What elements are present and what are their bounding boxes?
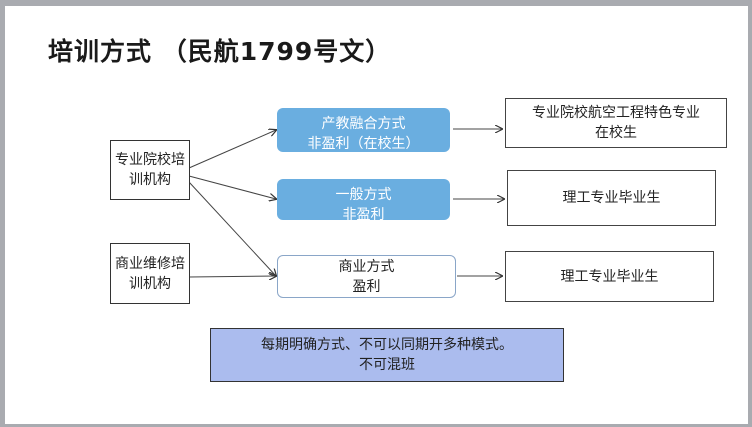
mode-label-line2: 盈利	[352, 278, 381, 295]
source-label-line2: 训机构	[129, 275, 171, 292]
mode-box-commercial: 商业方式 盈利	[277, 255, 456, 298]
arrow-school-to-commercial	[188, 181, 276, 276]
mode-box-general: 一般方式 非盈利	[277, 179, 450, 220]
arrow-repair-to-commercial	[188, 276, 276, 277]
source-label-line1: 商业维修培	[115, 255, 185, 272]
source-box-school: 专业院校培 训机构	[110, 140, 190, 200]
mode-label-line2: 非盈利（在校生）	[307, 136, 420, 152]
note-box: 每期明确方式、不可以同期开多种模式。 不可混班	[210, 328, 564, 382]
note-line2: 不可混班	[359, 357, 415, 373]
connector-arrows	[188, 6, 748, 424]
source-box-repair: 商业维修培 训机构	[110, 243, 190, 304]
page-title: 培训方式 （民航1799号文）	[48, 37, 392, 66]
slide: 培训方式 （民航1799号文） 专业院校培 训机构 商业维修培 训机构 产教融合…	[5, 6, 748, 424]
mode-box-integration: 产教融合方式 非盈利（在校生）	[277, 108, 450, 152]
target-label: 理工专业毕业生	[562, 190, 661, 206]
mode-label-line1: 一般方式	[335, 187, 392, 203]
target-label-line1: 专业院校航空工程特色专业	[532, 105, 700, 121]
target-label: 理工专业毕业生	[560, 268, 659, 285]
target-box-graduates-general: 理工专业毕业生	[507, 170, 716, 226]
target-box-graduates-commercial: 理工专业毕业生	[505, 251, 714, 302]
mode-label-line2: 非盈利	[342, 207, 385, 220]
arrow-school-to-general	[188, 175, 276, 199]
arrow-school-to-integration	[188, 130, 276, 169]
target-label-line2: 在校生	[595, 125, 637, 141]
source-label-line2: 训机构	[129, 172, 171, 188]
mode-label-line1: 产教融合方式	[321, 116, 406, 132]
target-box-school-students: 专业院校航空工程特色专业 在校生	[505, 98, 727, 148]
note-line1: 每期明确方式、不可以同期开多种模式。	[261, 337, 513, 353]
mode-label-line1: 商业方式	[338, 258, 395, 275]
source-label-line1: 专业院校培	[115, 152, 185, 168]
